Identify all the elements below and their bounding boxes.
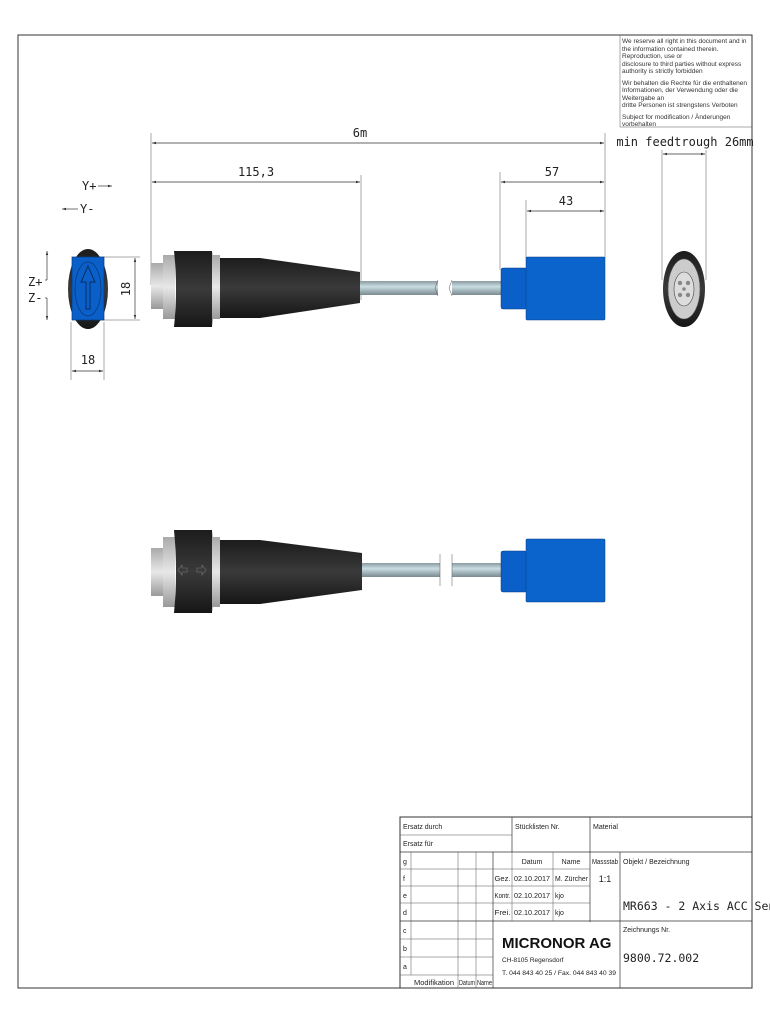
title-block-rows-1-role: Kontr. <box>495 893 511 900</box>
axes-y-minus: Y- <box>80 202 94 216</box>
title-block-rev-letters-5: b <box>403 946 407 953</box>
sensor-front-view <box>68 249 108 329</box>
title-block-rev-letters-2: e <box>403 893 407 900</box>
title-block-datum-header: Datum <box>522 859 543 866</box>
drawing-number: 9800.72.002 <box>623 951 699 965</box>
title-block-rev-letters-4: c <box>403 928 407 935</box>
title-block-rows-2-date: 02.10.2017 <box>514 910 550 917</box>
sensor-side-view-top <box>151 251 606 327</box>
title-block-rev-letters-6: a <box>403 964 407 971</box>
title-block-name-header: Name <box>562 859 581 866</box>
title-block-material: Material <box>593 824 618 831</box>
title-block-datum: Datum <box>459 980 475 987</box>
title-block-rev-letters-1: f <box>403 876 405 883</box>
dim-front-height: 18 <box>119 282 133 296</box>
company-logo: MICRONOR AG <box>502 935 611 952</box>
title-block-ersatz-durch: Ersatz durch <box>403 824 442 831</box>
title-block-name: Name <box>477 980 492 987</box>
copyright-notes: We reserve all right in this document an… <box>622 38 750 129</box>
axes-y-plus: Y+ <box>82 179 96 193</box>
title-block-stueckliste: Stücklisten Nr. <box>515 824 560 831</box>
title-block-objekt: Objekt / Bezeichnung <box>623 859 690 866</box>
title-block-rows-2-name: kjo <box>555 910 564 917</box>
axis-indicators: Y+ Y- Z+ Z- <box>28 179 112 320</box>
title-block <box>399 816 753 989</box>
dimension-lines <box>70 133 707 380</box>
title-block-rows-1-name: kjo <box>555 893 564 900</box>
axes-z-minus: Z- <box>28 291 42 305</box>
note-line-2: disclosure to third parties without expr… <box>622 60 742 76</box>
connector-end-view <box>663 251 705 327</box>
title-block-phone: T. 044 843 40 25 / Fax. 044 843 40 39 <box>502 970 616 977</box>
dim-front-width: 18 <box>81 353 95 367</box>
title-block-massstab: Massstab <box>592 859 618 866</box>
note-line-5: Subject for modification / Änderungen vo… <box>622 113 731 129</box>
title-block-rows-0-name: M. Zürcher <box>555 876 589 883</box>
title-block-rows-0-date: 02.10.2017 <box>514 876 550 883</box>
title-block-rows-2-role: Frei. <box>495 910 511 917</box>
axes-z-plus: Z+ <box>28 275 42 289</box>
dim-total-length: 6m <box>353 126 367 140</box>
drawing-title: MR663 - 2 Axis ACC Sensor <box>623 899 770 913</box>
note-line-1: We reserve all right in this document an… <box>622 38 747 60</box>
dim-sensor-length: 57 <box>545 165 559 179</box>
arrow-up-icon <box>80 264 96 310</box>
title-block-modifikation: Modifikation <box>414 980 454 987</box>
note-line-4: dritte Personen ist strengstens Verboten <box>622 102 738 109</box>
title-block-rev-letters-0: g <box>403 859 407 866</box>
title-block-rows-1-date: 02.10.2017 <box>514 893 550 900</box>
note-line-3: Wir behalten die Rechte für die enthalte… <box>622 79 748 102</box>
title-block-ersatz-fuer: Ersatz für <box>403 841 434 848</box>
title-block-scale: 1:1 <box>599 874 612 884</box>
dim-feedthrough: min feedtrough 26mm <box>616 135 753 149</box>
title-block-zeichnungs-nr-label: Zeichnungs Nr. <box>623 927 670 934</box>
title-block-rev-letters-3: d <box>403 910 407 917</box>
title-block-address: CH-8105 Regensdorf <box>502 957 564 964</box>
dim-connector-length: 115,3 <box>238 165 274 179</box>
left-right-arrows-icon <box>177 564 207 576</box>
sensor-side-view-bottom <box>151 530 606 613</box>
title-block-rows-0-role: Gez. <box>495 876 511 883</box>
drawing-frame <box>17 34 753 989</box>
dim-sensor-body: 43 <box>559 194 573 208</box>
